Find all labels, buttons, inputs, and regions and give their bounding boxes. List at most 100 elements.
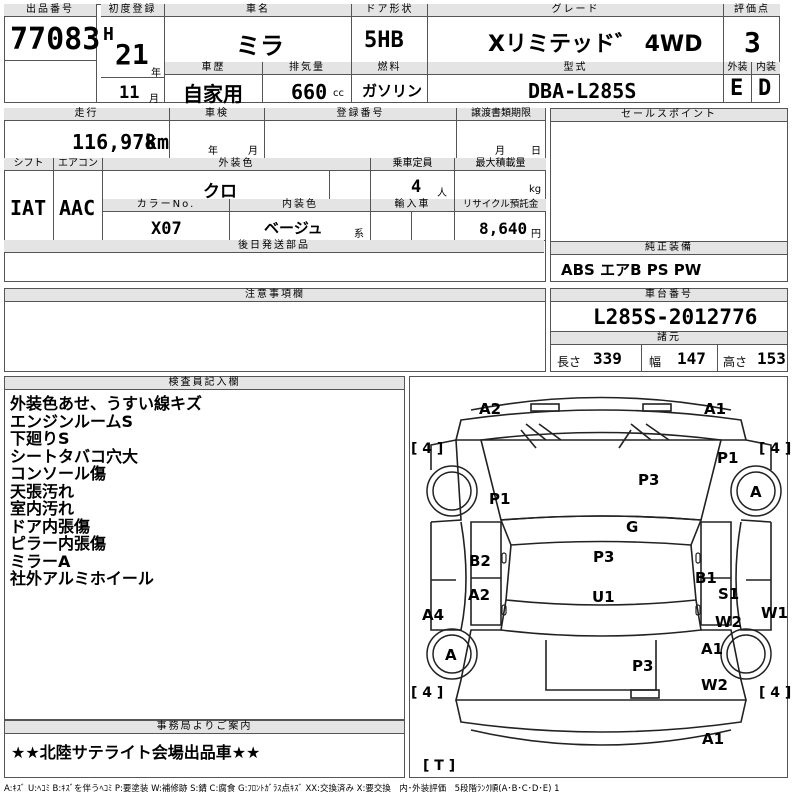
recycle-unit: 円 — [531, 229, 541, 240]
door-type: 5HB — [364, 28, 404, 53]
shift-cell: シフト IAT — [4, 158, 54, 240]
color-no: X07 — [151, 219, 182, 239]
interior-cell: 内装 D — [752, 62, 780, 103]
year-unit: 年 — [151, 68, 161, 79]
equipment-label: 純正装備 — [551, 242, 787, 255]
displacement-label: 排気量 — [263, 62, 351, 75]
vehicle-info-section — [4, 108, 546, 282]
mark-p3-rear: P3 — [632, 657, 653, 675]
capacity-cell: 乗車定員 4 人 — [371, 158, 455, 199]
fuel: ガソリン — [362, 82, 423, 100]
recycle-fee: 8,640 — [479, 219, 528, 238]
capacity-unit: 人 — [437, 188, 447, 199]
width-label: 幅 — [649, 355, 662, 369]
equipment: ABS エアB PS PW — [561, 261, 702, 279]
caution-section: 注意事項欄 — [4, 288, 546, 372]
shift-label: シフト — [4, 158, 53, 171]
model-code: DBA-L285S — [528, 79, 637, 103]
mileage-unit: km — [145, 130, 170, 154]
displacement-cell: 排気量 660 cc — [263, 62, 352, 104]
inspector-note: 天張汚れ — [10, 481, 75, 501]
mark-s1-right: S1 — [718, 585, 739, 603]
spec-label: 諸元 — [551, 332, 787, 345]
doc-deadline-label: 譲渡書類期限 — [457, 108, 545, 121]
mark-a-right: A — [750, 483, 762, 501]
length: 339 — [593, 349, 622, 368]
legend: A:ｷｽﾞ U:ﾍｺﾐ B:ｷｽﾞを伴うﾍｺﾐ P:要塗装 W:補修跡 S:錆 … — [4, 784, 560, 794]
sales-point-label: セールスポイント — [551, 109, 787, 122]
insp-month-unit: 月 — [248, 146, 258, 157]
interior-grade: D — [758, 76, 772, 101]
displacement-unit: cc — [333, 88, 344, 99]
inspector-note: ピラー内張傷 — [10, 534, 107, 553]
header-section — [4, 4, 780, 103]
mark-u1-center: U1 — [592, 588, 615, 606]
height: 153 — [757, 349, 786, 368]
interior-label: 内装 — [752, 62, 780, 75]
damage-diagram: A2 A1 [ 4 ] [ 4 ] P1 A P1 P3 G B2 P3 B1 … — [409, 376, 791, 778]
tire-rl: [ 4 ] — [411, 685, 443, 701]
car-name-label: 車名 — [165, 4, 351, 17]
color-cell: 外装色 クロ — [103, 158, 371, 202]
era: H — [103, 24, 114, 45]
score-cell: 評価点 3 — [724, 4, 780, 62]
load-cell: 最大積載量 kg — [455, 158, 546, 199]
import-label: 輸入車 — [371, 199, 454, 212]
chassis-number: L285S-2012776 — [593, 305, 758, 329]
ac-label: エアコン — [54, 158, 102, 171]
int-color-cell: 内装色 ベージュ 系 — [230, 199, 371, 240]
load-unit: kg — [529, 184, 542, 195]
history-cell: 車歴 自家用 — [165, 62, 263, 106]
later-parts-cell: 後日発送部品 — [4, 240, 546, 282]
inspector-note: 外装色あせ、うすい線キズ — [10, 394, 203, 413]
displacement: 660 — [291, 80, 328, 104]
office-section: 事務局よりご案内 ★★北陸サテライト会場出品車★★ — [4, 720, 405, 778]
history-label: 車歴 — [165, 62, 262, 75]
exterior-label: 外装 — [724, 62, 751, 75]
color-no-cell: カラーNo. X07 — [103, 199, 230, 240]
trunk-label: [ T ] — [423, 758, 455, 774]
tire-fr: [ 4 ] — [759, 441, 791, 457]
mark-a4-left: A4 — [422, 606, 444, 624]
capacity-label: 乗車定員 — [371, 158, 454, 171]
inspector-note: コンソール傷 — [10, 464, 107, 483]
office-label: 事務局よりご案内 — [5, 721, 404, 734]
recycle-cell: リサイクル預託金 8,640 円 — [455, 199, 546, 240]
mark-p1-right: P1 — [717, 449, 738, 467]
mark-w1-right: W1 — [761, 604, 788, 622]
mileage-cell: 走行 116,978 km — [4, 108, 170, 158]
inspector-note: 室内汚れ — [10, 499, 75, 518]
shift: IAT — [10, 196, 47, 220]
mark-a1-bottom: A1 — [702, 730, 724, 748]
doc-deadline-cell: 譲渡書類期限 月 日 — [457, 108, 546, 158]
later-parts-label: 後日発送部品 — [4, 240, 544, 253]
score: 3 — [744, 26, 761, 59]
mark-a1-right: A1 — [701, 640, 723, 658]
color-no-label: カラーNo. — [103, 199, 229, 212]
inspector-note: ミラーA — [10, 551, 71, 571]
inspector-label: 検査員記入欄 — [5, 377, 404, 390]
office-text: ★★北陸サテライト会場出品車★★ — [11, 743, 261, 762]
inspector-note: エンジンルームS — [10, 411, 134, 431]
door-label: ドア形状 — [352, 4, 427, 17]
color-label: 外装色 — [103, 158, 370, 171]
mark-g-glass: G — [626, 518, 638, 536]
car-name: ミラ — [236, 32, 284, 60]
int-color-unit: 系 — [354, 229, 364, 240]
model-cell: 型式 DBA-L285S — [428, 62, 724, 103]
ac-cell: エアコン AAC — [54, 158, 103, 240]
width: 147 — [677, 349, 706, 368]
exterior-color: クロ — [203, 182, 237, 202]
mark-p3-roof: P3 — [593, 548, 614, 566]
height-label: 高さ — [723, 355, 748, 369]
reg-number-cell: 登録番号 — [265, 108, 457, 158]
mark-p3-hood: P3 — [638, 471, 659, 489]
exterior-grade: E — [730, 76, 744, 101]
inspection-cell: 車検 年 月 — [170, 108, 265, 158]
fuel-cell: 燃料 ガソリン — [352, 62, 428, 103]
tire-rr: [ 4 ] — [759, 685, 791, 701]
mark-w2-rear: W2 — [701, 676, 728, 694]
mark-w2-right: W2 — [715, 613, 742, 631]
